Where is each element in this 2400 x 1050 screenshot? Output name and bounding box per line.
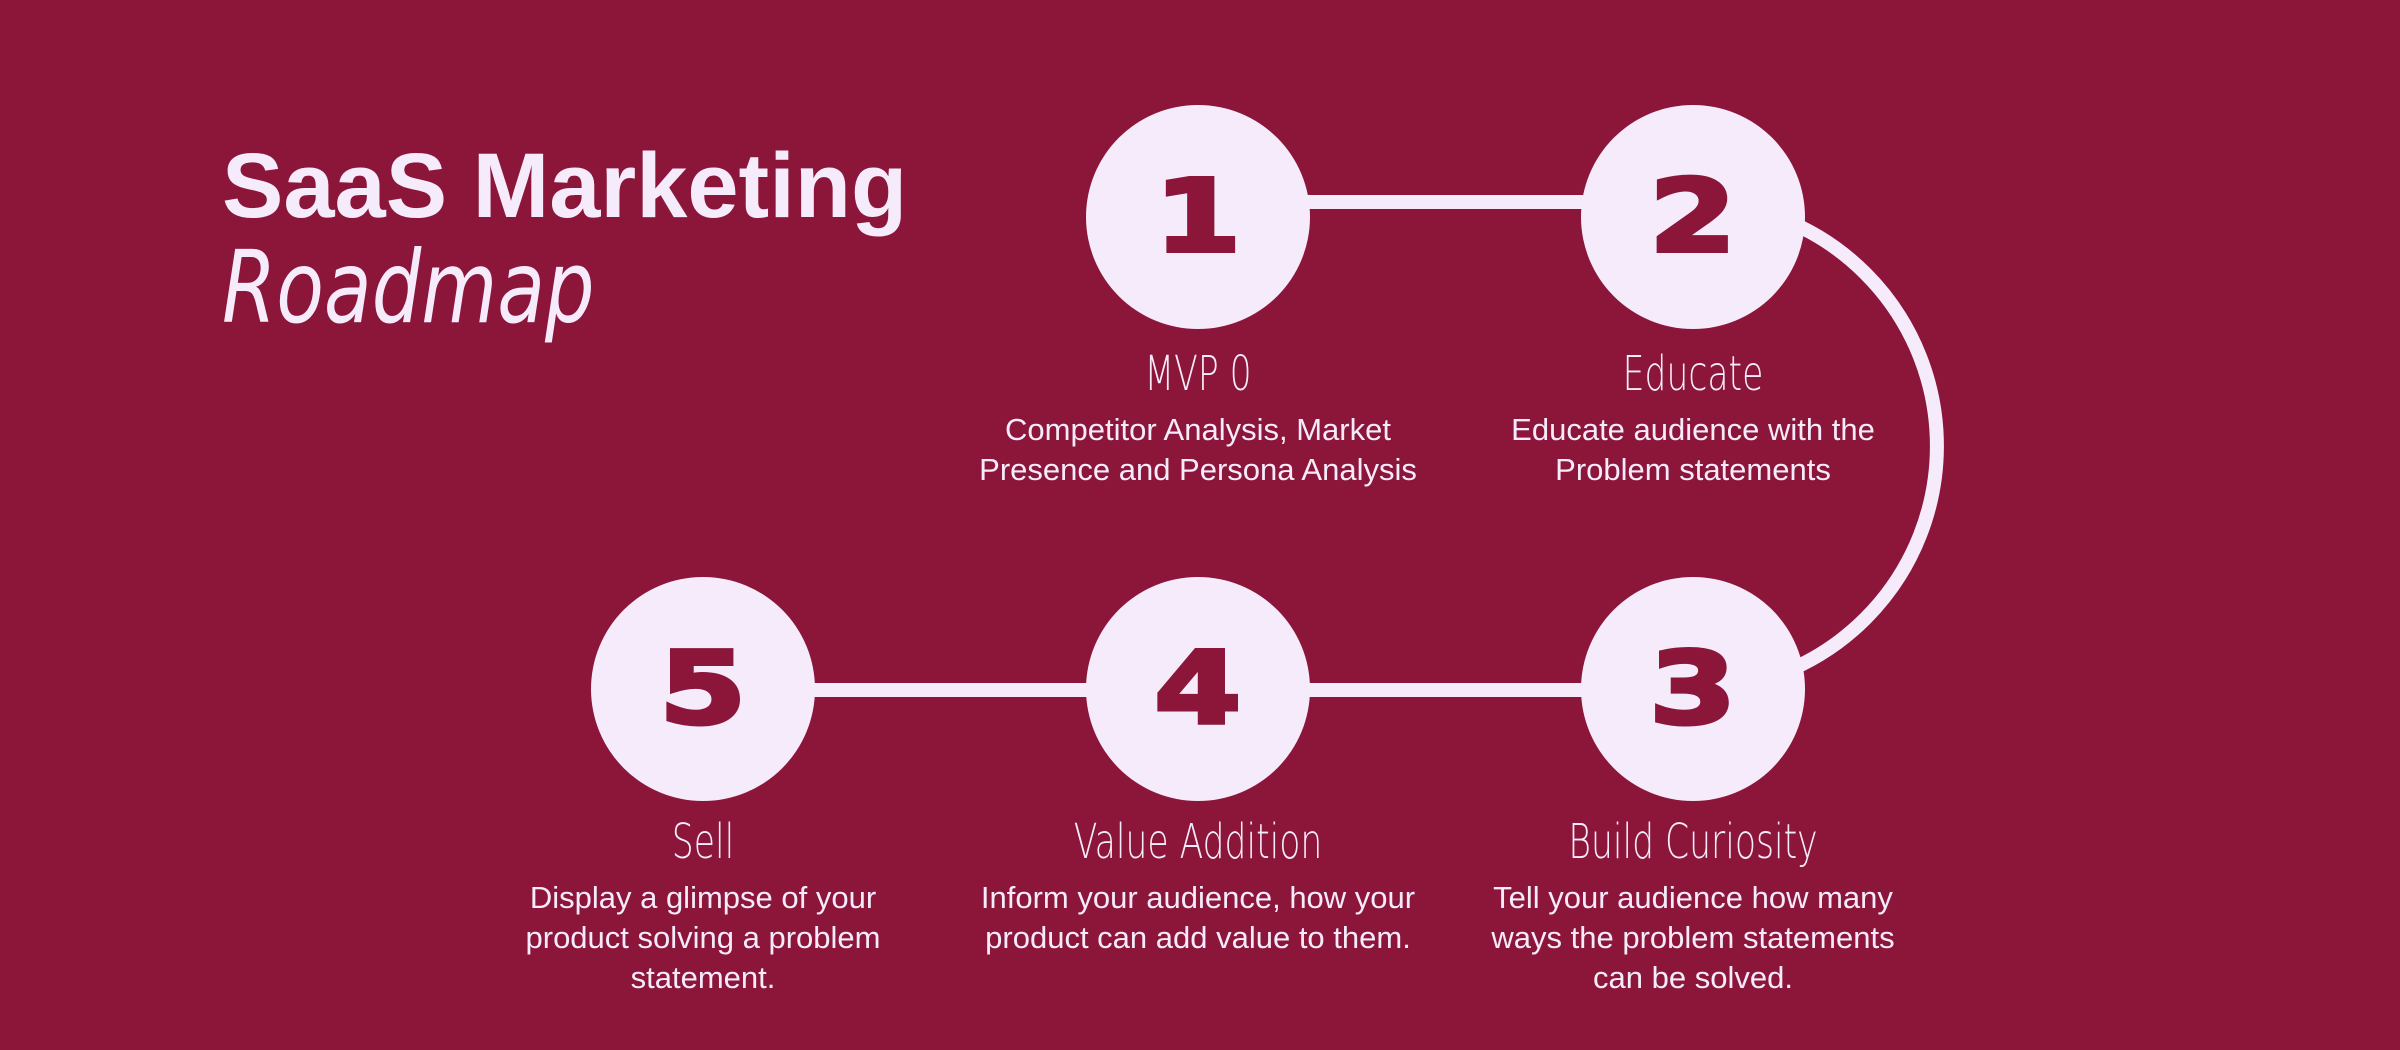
step-2-number: 2: [1647, 158, 1739, 275]
step-3-title: Build Curiosity: [1568, 814, 1818, 870]
step-2-description: Educate audience with the Problem statem…: [1511, 412, 1875, 487]
step-5-description: Display a glimpse of your product solvin…: [525, 880, 881, 995]
step-4-circle: 4: [1086, 577, 1310, 801]
step-3-text: Build Curiosity Tell your audience how m…: [1458, 818, 1928, 998]
step-3-number: 3: [1647, 630, 1739, 747]
step-4-text: Value Addition Inform your audience, how…: [963, 818, 1433, 958]
step-1-text: MVP 0 Competitor Analysis, Market Presen…: [963, 350, 1433, 490]
step-5-number: 5: [657, 630, 749, 747]
page-subtitle: Roadmap: [222, 229, 595, 346]
step-3-circle: 3: [1581, 577, 1805, 801]
connector-2-3-arc: [1692, 195, 1944, 697]
step-3-description: Tell your audience how many ways the pro…: [1491, 880, 1895, 995]
step-5-text: Sell Display a glimpse of your product s…: [468, 818, 938, 998]
step-4-title: Value Addition: [1073, 814, 1323, 870]
step-2-circle: 2: [1581, 105, 1805, 329]
step-5-circle: 5: [591, 577, 815, 801]
step-1-number: 1: [1152, 158, 1244, 275]
step-1-description: Competitor Analysis, Market Presence and…: [979, 412, 1417, 487]
step-1-title: MVP 0: [1144, 346, 1252, 402]
step-4-description: Inform your audience, how your product c…: [980, 880, 1416, 955]
step-5-title: Sell: [671, 814, 735, 870]
step-2-text: Educate Educate audience with the Proble…: [1458, 350, 1928, 490]
step-4-number: 4: [1152, 630, 1244, 747]
step-1-circle: 1: [1086, 105, 1310, 329]
page-title: SaaS Marketing: [222, 135, 908, 237]
step-2-title: Educate: [1622, 346, 1764, 402]
